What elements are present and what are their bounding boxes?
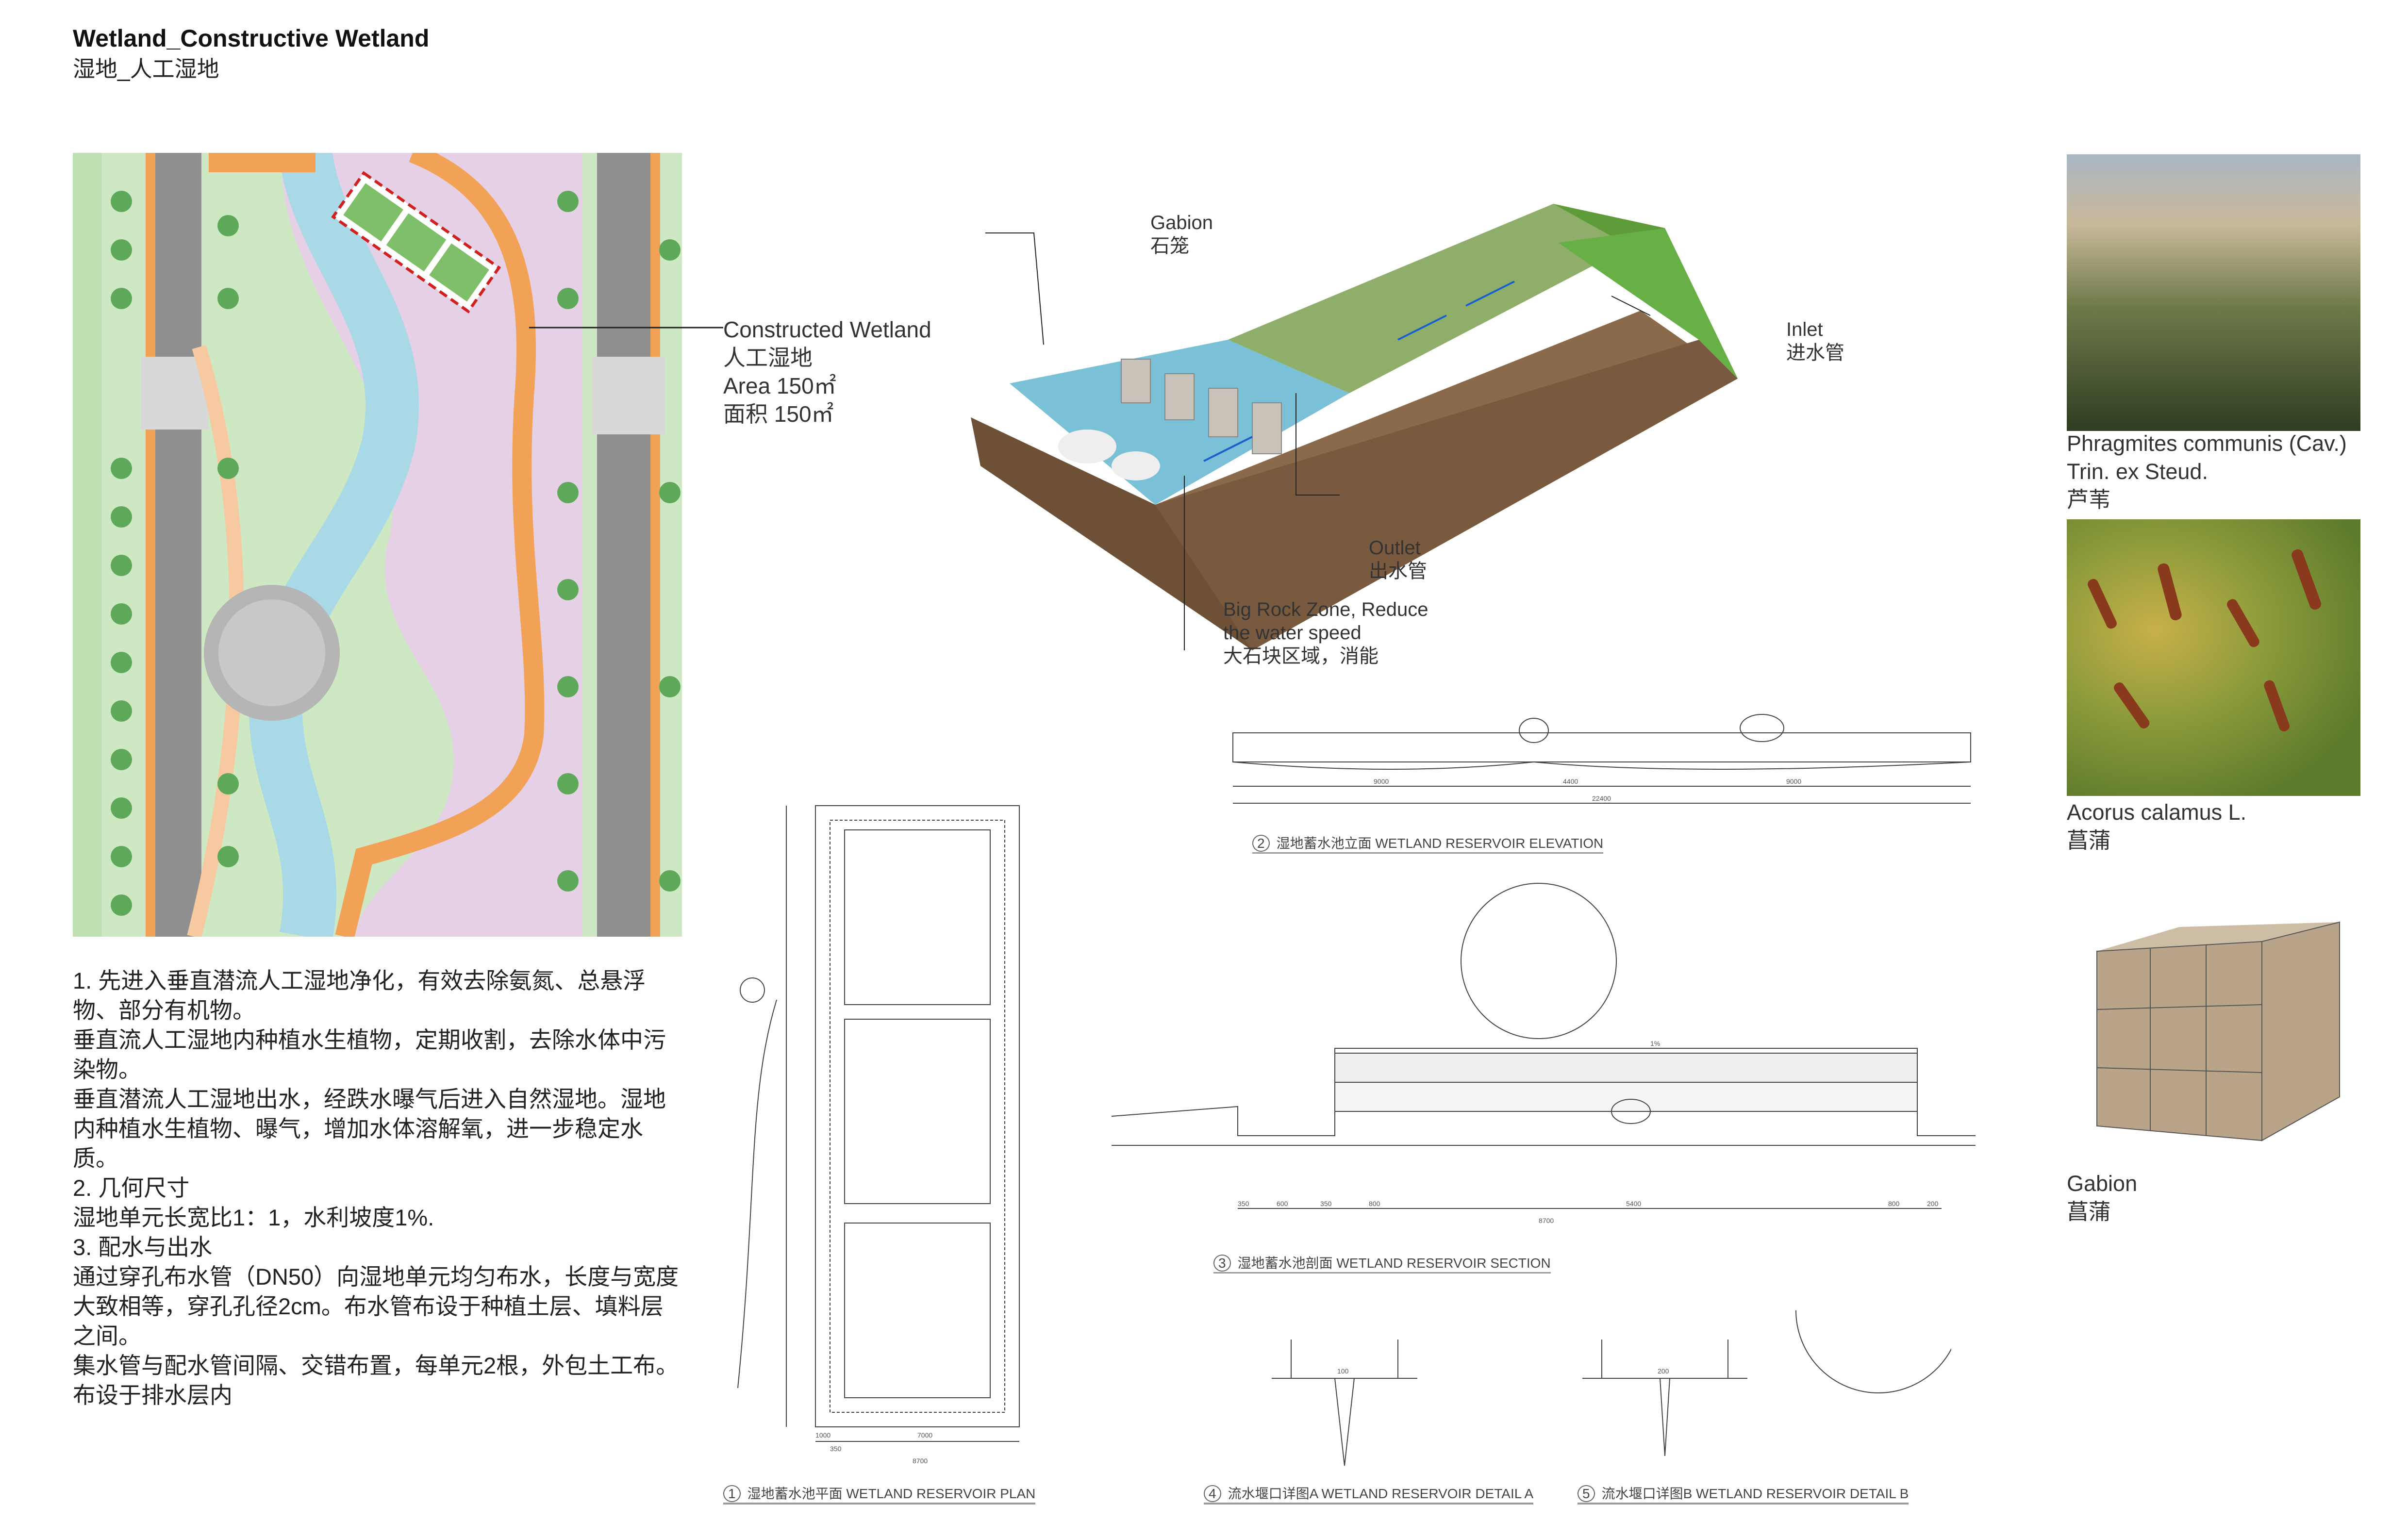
- note-line: 垂直流人工湿地内种植水生植物，定期收割，去除水体中污染物。: [73, 1027, 666, 1082]
- plan-dim: 8700: [913, 1457, 928, 1465]
- elevation-dim: 9000: [1374, 777, 1389, 785]
- elevation-dim: 9000: [1786, 777, 1801, 785]
- callout-line: Constructed Wetland: [723, 317, 931, 342]
- callout-line: 面积 150㎡: [723, 401, 834, 427]
- elevation-title: 2 湿地蓄水池立面 WETLAND RESERVOIR ELEVATION: [1252, 835, 1604, 854]
- plan-dim: 7000: [917, 1431, 932, 1439]
- note-line: 2. 几何尺寸: [73, 1175, 190, 1201]
- acorus-photo: [2067, 519, 2360, 796]
- plan-dim: 350: [830, 1445, 842, 1453]
- drawing-title-text: 湿地蓄水池剖面 WETLAND RESERVOIR SECTION: [1237, 1256, 1551, 1271]
- site-plan-image: [73, 153, 682, 937]
- note-line: 通过穿孔布水管（DN50）向湿地单元均匀布水，长度与宽度大致相等，穿孔孔径2cm…: [73, 1264, 679, 1349]
- reservoir-section-drawing: 350 600 350 800 5400 800 200 8700 1%: [1111, 883, 1976, 1224]
- plant-latin-name: Gabion: [2067, 1171, 2138, 1196]
- section-dim: 350: [1238, 1200, 1249, 1207]
- section-dim: 5400: [1626, 1200, 1641, 1207]
- label-line: 出水管: [1369, 561, 1427, 582]
- plan-title: 1 湿地蓄水池平面 WETLAND RESERVOIR PLAN: [723, 1485, 1036, 1505]
- constructed-wetland-callout: Constructed Wetland 人工湿地 Area 150㎡ 面积 15…: [723, 315, 931, 428]
- detail-a-dim: 100: [1337, 1367, 1349, 1375]
- section-dim: 800: [1888, 1200, 1900, 1207]
- section-dim: 200: [1927, 1200, 1939, 1207]
- label-line: the water speed: [1223, 622, 1362, 644]
- drawing-number: 3: [1213, 1255, 1231, 1272]
- wetland-3d-model: [971, 204, 1738, 650]
- reservoir-elevation-drawing: 9000 4400 9000 22400: [1232, 714, 1971, 804]
- label-line: 石笼: [1150, 235, 1189, 257]
- drawing-number: 2: [1252, 835, 1270, 852]
- section-title: 3 湿地蓄水池剖面 WETLAND RESERVOIR SECTION: [1213, 1255, 1551, 1273]
- drawing-title-text: 湿地蓄水池立面 WETLAND RESERVOIR ELEVATION: [1276, 836, 1604, 851]
- drawing-number: 4: [1204, 1485, 1221, 1502]
- plant-latin-name: Acorus calamus L.: [2067, 800, 2247, 825]
- phragmites-caption: Phragmites communis (Cav.) Trin. ex Steu…: [2067, 430, 2377, 514]
- plant-chinese-name: 菖蒲: [2067, 828, 2111, 853]
- note-line: 垂直潜流人工湿地出水，经跌水曝气后进入自然湿地。湿地内种植水生植物、曝气，增加水…: [73, 1086, 666, 1171]
- detail-b-dim: 200: [1658, 1367, 1669, 1375]
- detail-a-title: 4 流水堰口详图A WETLAND RESERVOIR DETAIL A: [1204, 1485, 1534, 1505]
- label-line: Outlet: [1369, 537, 1421, 559]
- note-line: 湿地单元长宽比1：1，水利坡度1%.: [73, 1205, 434, 1230]
- section-dim: 800: [1369, 1200, 1380, 1207]
- phragmites-photo: [2067, 154, 2360, 431]
- label-line: 进水管: [1786, 342, 1844, 364]
- drawing-title-text: 湿地蓄水池平面 WETLAND RESERVOIR PLAN: [747, 1486, 1036, 1501]
- detail-b-title: 5 流水堰口详图B WETLAND RESERVOIR DETAIL B: [1578, 1485, 1909, 1505]
- label-line: 大石块区域，消能: [1223, 645, 1378, 667]
- label-line: Big Rock Zone, Reduce: [1223, 599, 1428, 620]
- page-title: Wetland_Constructive Wetland: [73, 25, 430, 52]
- drawing-number: 1: [723, 1485, 741, 1502]
- section-slope: 1%: [1650, 1040, 1660, 1047]
- design-notes: 1. 先进入垂直潜流人工湿地净化，有效去除氨氮、总悬浮物、部分有机物。 垂直流人…: [73, 966, 684, 1410]
- note-line: 3. 配水与出水: [73, 1234, 213, 1260]
- acorus-caption: Acorus calamus L. 菖蒲: [2067, 798, 2246, 855]
- elevation-dim: 4400: [1563, 777, 1578, 785]
- section-dim: 8700: [1539, 1217, 1554, 1224]
- section-dim: 600: [1277, 1200, 1288, 1207]
- label-line: Inlet: [1786, 319, 1823, 340]
- note-line: 集水管与配水管间隔、交错布置，每单元2根，外包土工布。布设于排水层内: [73, 1353, 679, 1408]
- reservoir-plan-drawing: 1000 7000 350 8700: [737, 805, 1020, 1465]
- callout-line: 人工湿地: [723, 345, 813, 370]
- plant-chinese-name: 菖蒲: [2067, 1199, 2111, 1224]
- drawing-title-text: 流水堰口详图A WETLAND RESERVOIR DETAIL A: [1228, 1486, 1534, 1501]
- elevation-dim: 22400: [1592, 794, 1611, 802]
- section-dim: 350: [1320, 1200, 1332, 1207]
- note-line: 1. 先进入垂直潜流人工湿地净化，有效去除氨氮、总悬浮物、部分有机物。: [73, 968, 646, 1023]
- plant-latin-name: Phragmites communis (Cav.) Trin. ex Steu…: [2067, 431, 2347, 484]
- callout-line: Area 150㎡: [723, 373, 836, 398]
- drawing-title-text: 流水堰口详图B WETLAND RESERVOIR DETAIL B: [1601, 1486, 1909, 1501]
- label-line: Gabion: [1150, 212, 1213, 233]
- plant-chinese-name: 芦苇: [2067, 487, 2111, 512]
- gabion-caption: Gabion 菖蒲: [2067, 1170, 2137, 1226]
- reservoir-details-drawing: 100 200: [1272, 1310, 1951, 1466]
- page-subtitle: 湿地_人工湿地: [73, 56, 219, 82]
- callout-leader-line: [529, 327, 723, 329]
- gabion-photo: [2077, 912, 2349, 1145]
- drawing-number: 5: [1578, 1485, 1595, 1502]
- plan-dim: 1000: [815, 1431, 830, 1439]
